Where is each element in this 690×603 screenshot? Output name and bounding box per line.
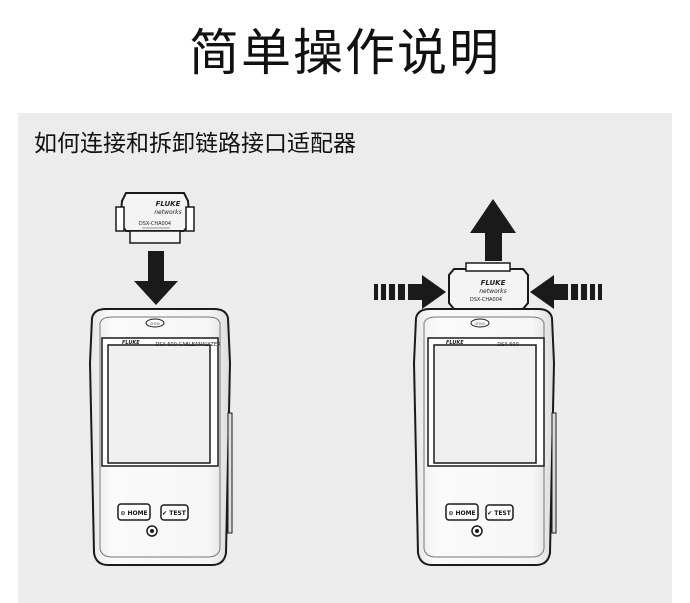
device-right-model: DSX-600: [497, 342, 519, 348]
test-button[interactable]: [160, 504, 189, 521]
screen: [107, 344, 211, 464]
arrow-left-icon: [530, 275, 602, 309]
connect-illustration: FLUKE networks DSX-CHA004 ⊙⊙⊙ FLUKE DSX-…: [88, 192, 233, 566]
home-button[interactable]: [117, 503, 151, 521]
adapter-right-brand-sub: networks: [479, 288, 507, 295]
adapter-right-brand: FLUKE: [481, 279, 506, 287]
disconnect-illustration: FLUKE networks DSX-CHA004: [374, 199, 602, 566]
test-button-right[interactable]: [485, 504, 514, 521]
home-button-label: ⊙ HOME: [120, 510, 147, 517]
arrow-down-icon: [134, 251, 178, 305]
adapter-brand-sub: networks: [154, 209, 182, 216]
test-button-right-label: ✔ TEST: [487, 510, 512, 517]
device-right-brand: FLUKE: [446, 340, 464, 346]
page-title: 简单操作说明: [189, 24, 501, 82]
adapter-model: DSX-CHA004: [139, 221, 171, 227]
arrow-right-icon: [374, 275, 446, 309]
home-button-right[interactable]: [445, 503, 479, 521]
device-model: DSX-600 CABLEANALYZER: [155, 342, 221, 348]
top-button-right[interactable]: ⊙⊙⊙: [475, 321, 485, 326]
adapter-left: FLUKE networks DSX-CHA004: [115, 192, 195, 244]
section-heading: 如何连接和拆卸链路接口适配器: [34, 131, 356, 157]
top-button[interactable]: ⊙⊙⊙: [150, 321, 160, 326]
illustration: FLUKE networks DSX-CHA004 ⊙⊙⊙ FLUKE DSX-…: [88, 192, 602, 566]
adapter-right: FLUKE networks DSX-CHA004: [448, 262, 529, 310]
instruction-panel: 如何连接和拆卸链路接口适配器 FLUKE networks DSX-CHA004: [18, 113, 672, 603]
tester-right: ⊙⊙⊙ FLUKE DSX-600 ⊙ HOME ✔ TEST: [412, 308, 557, 566]
screen-right: [433, 344, 537, 464]
test-button-label: ✔ TEST: [162, 510, 187, 517]
device-brand: FLUKE: [122, 340, 140, 346]
adapter-brand: FLUKE: [156, 200, 181, 208]
arrow-up-icon: [470, 199, 516, 261]
tester-left: ⊙⊙⊙ FLUKE DSX-600 CABLEANALYZER ⊙ HOME ✔…: [88, 308, 233, 566]
adapter-right-model: DSX-CHA004: [470, 297, 502, 303]
home-button-right-label: ⊙ HOME: [448, 510, 475, 517]
